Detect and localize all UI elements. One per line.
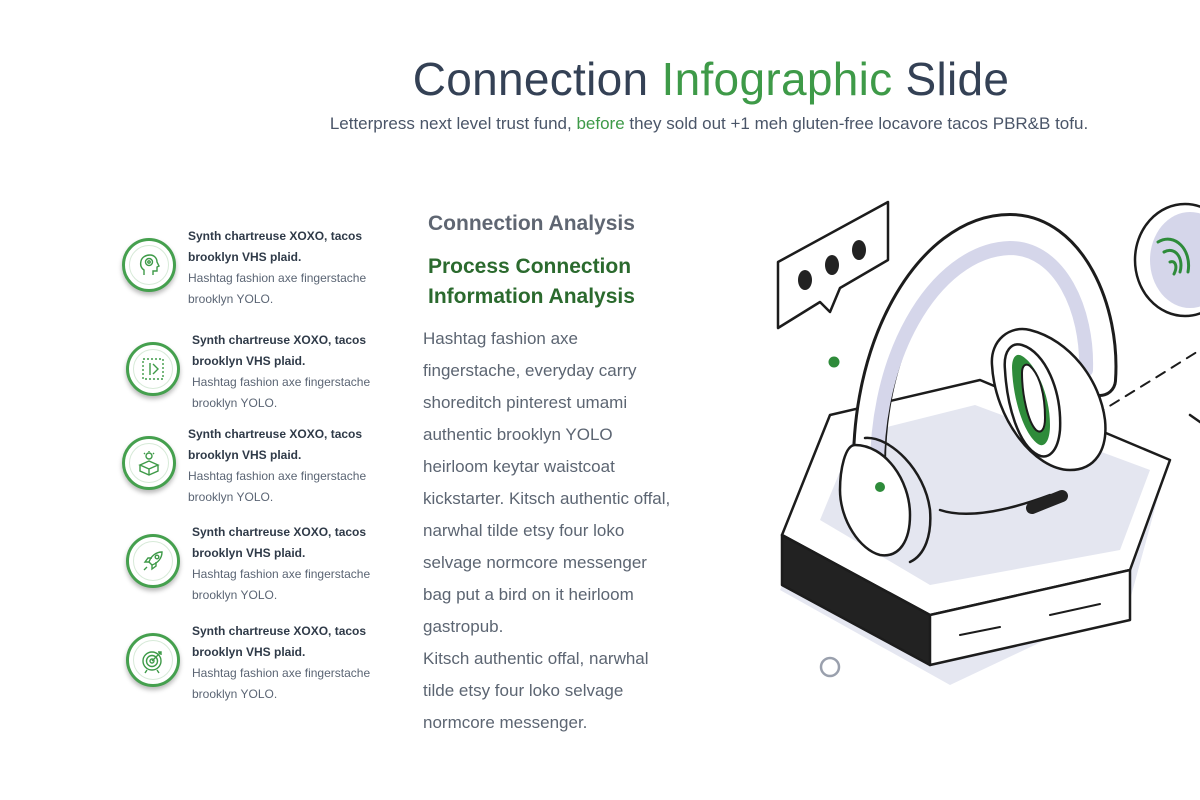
target-icon <box>142 651 162 674</box>
feature-description: Hashtag fashion axe fingerstache brookly… <box>188 469 367 504</box>
analysis-paragraph: Hashtag fashion axe fingerstache, everyd… <box>423 329 671 636</box>
analysis-subheading: Process Connection Information Analysis <box>428 255 635 308</box>
feature-description: Hashtag fashion axe fingerstache brookly… <box>192 666 371 701</box>
feature-badge <box>122 238 176 292</box>
feature-heading: Synth chartreuse XOXO, tacos brooklyn VH… <box>192 333 367 368</box>
wifi-signal-icon <box>1133 202 1200 318</box>
flow-arrow-icon <box>142 358 164 380</box>
feature-badge <box>126 342 180 396</box>
feature-item-5: Synth chartreuse XOXO, tacos brooklyn VH… <box>126 621 386 711</box>
feature-badge <box>122 436 176 490</box>
pedestal-side-light <box>928 568 1132 667</box>
feature-heading: Synth chartreuse XOXO, tacos brooklyn VH… <box>192 624 367 659</box>
feature-heading: Synth chartreuse XOXO, tacos brooklyn VH… <box>188 427 363 462</box>
feature-description: Hashtag fashion axe fingerstache brookly… <box>188 271 367 306</box>
feature-item-2: Synth chartreuse XOXO, tacos brooklyn VH… <box>126 330 386 420</box>
feature-badge <box>126 534 180 588</box>
chat-bubble-icon <box>776 200 890 330</box>
head-brain-icon <box>139 254 160 275</box>
green-dot <box>828 356 840 368</box>
feature-description: Hashtag fashion axe fingerstache brookly… <box>192 375 371 410</box>
small-ring <box>819 656 841 678</box>
feature-heading: Synth chartreuse XOXO, tacos brooklyn VH… <box>188 229 363 264</box>
analysis-heading: Connection Analysis <box>428 212 635 235</box>
headband-padding <box>870 241 1094 502</box>
analysis-paragraph: Kitsch authentic offal, narwhal tilde et… <box>423 649 649 732</box>
headset-on-pedestal-illustration <box>776 200 1200 685</box>
feature-description: Hashtag fashion axe fingerstache brookly… <box>192 567 371 602</box>
feature-item-4: Synth chartreuse XOXO, tacos brooklyn VH… <box>126 522 386 612</box>
rocket-icon <box>143 551 163 571</box>
feature-heading: Synth chartreuse XOXO, tacos brooklyn VH… <box>192 525 367 560</box>
feature-item-3: Synth chartreuse XOXO, tacos brooklyn VH… <box>122 424 382 514</box>
slide-subtitle: Letterpress next level trust fund, befor… <box>329 114 1089 133</box>
feature-item-1: Synth chartreuse XOXO, tacos brooklyn VH… <box>122 226 382 316</box>
feature-badge <box>126 633 180 687</box>
analysis-body: Hashtag fashion axe fingerstache, everyd… <box>423 323 673 739</box>
box-idea-icon <box>138 451 160 476</box>
left-earcup <box>838 443 912 557</box>
slide-title: Connection Infographic Slide <box>412 53 1010 105</box>
